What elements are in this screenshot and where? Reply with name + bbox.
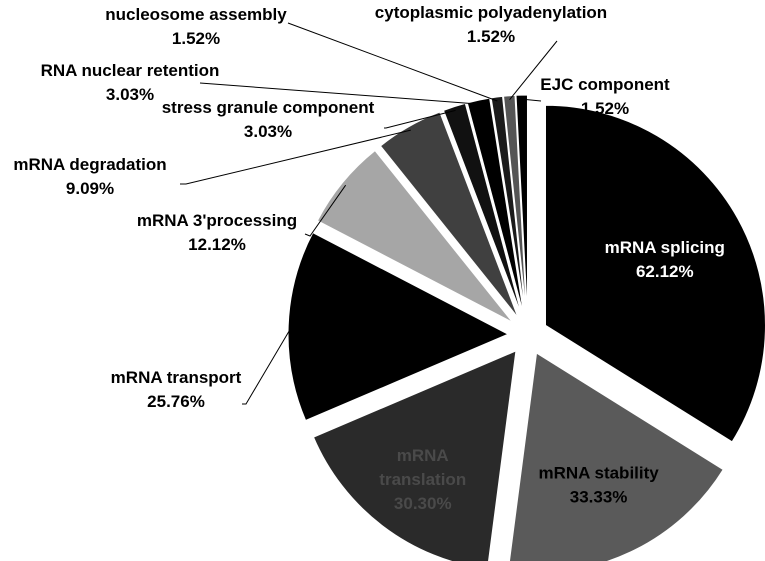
slice-label-line: 1.52% xyxy=(581,99,629,118)
pie-slice-mrna-stability xyxy=(508,352,724,561)
pie-slice-mrna-transport xyxy=(287,231,510,422)
slice-label-line: 3.03% xyxy=(106,85,154,104)
leader-line xyxy=(199,82,480,105)
slice-label-mrna-stability: mRNA stability 33.33% xyxy=(538,463,659,506)
slice-label-line: nucleosome assembly xyxy=(105,5,287,24)
slice-label-line: mRNA stability xyxy=(538,463,659,482)
leader-line xyxy=(521,98,542,102)
slice-label-line: mRNA degradation xyxy=(13,155,166,174)
slice-label-line: 25.76% xyxy=(147,392,205,411)
slice-label-mrna-transport: mRNA transport 25.76% xyxy=(111,368,242,411)
slice-label-mrna-splicing: mRNA splicing 62.12% xyxy=(605,238,725,281)
slice-label-stress-granule-component: stress granule component 3.03% xyxy=(162,98,375,141)
pie-slice-nucleosome-assembly xyxy=(490,95,526,316)
slice-label-ejc-component: EJC component 1.52% xyxy=(540,75,670,118)
slice-label-cytoplasmic-polyadenylation: cytoplasmic polyadenylation 1.52% xyxy=(375,3,607,46)
leader-line xyxy=(304,184,347,237)
slice-label-line: 1.52% xyxy=(172,29,220,48)
slice-label-line: 12.12% xyxy=(188,235,246,254)
slice-label-line: translation xyxy=(379,470,466,489)
slice-label-line: mRNA splicing xyxy=(605,238,725,257)
slice-label-nucleosome-assembly: nucleosome assembly 1.52% xyxy=(105,5,287,48)
slice-label-line: 3.03% xyxy=(244,122,292,141)
slice-label-line: mRNA transport xyxy=(111,368,242,387)
pie-slice-ejc-component xyxy=(515,94,528,316)
slice-label-line: mRNA 3'processing xyxy=(137,211,297,230)
leader-line xyxy=(384,109,456,129)
pie-slice-mrna-splicing xyxy=(544,104,765,443)
pie-slice-mrna-degradation xyxy=(379,111,519,318)
slice-label-line: 9.09% xyxy=(66,179,114,198)
leader-line xyxy=(242,325,293,405)
slice-label-line: RNA nuclear retention xyxy=(41,61,220,80)
slice-label-line: EJC component xyxy=(540,75,670,94)
slice-label-line: 1.52% xyxy=(467,27,515,46)
leader-line xyxy=(287,22,498,102)
slice-label-mrna-translation: mRNA translation 30.30% xyxy=(379,446,466,513)
pie-slice-mrna-3-processing xyxy=(316,149,513,323)
slice-label-line: 30.30% xyxy=(394,494,452,513)
leader-line xyxy=(180,129,411,185)
slice-label-line: 62.12% xyxy=(636,262,694,281)
slice-label-line: 33.33% xyxy=(570,487,628,506)
pie-slice-mrna-translation xyxy=(312,350,517,561)
slice-label-line: cytoplasmic polyadenylation xyxy=(375,3,607,22)
slice-label-line: stress granule component xyxy=(162,98,375,117)
slice-label-rna-nuclear-retention: RNA nuclear retention 3.03% xyxy=(41,61,220,104)
slice-label-mrna-degradation: mRNA degradation 9.09% xyxy=(13,155,166,198)
pie-slice-cytoplasmic-polyadenylation xyxy=(503,94,527,316)
leader-line xyxy=(509,40,558,101)
slice-label-line: mRNA xyxy=(397,446,449,465)
slice-label-mrna-3-processing: mRNA 3'processing 12.12% xyxy=(137,211,297,254)
